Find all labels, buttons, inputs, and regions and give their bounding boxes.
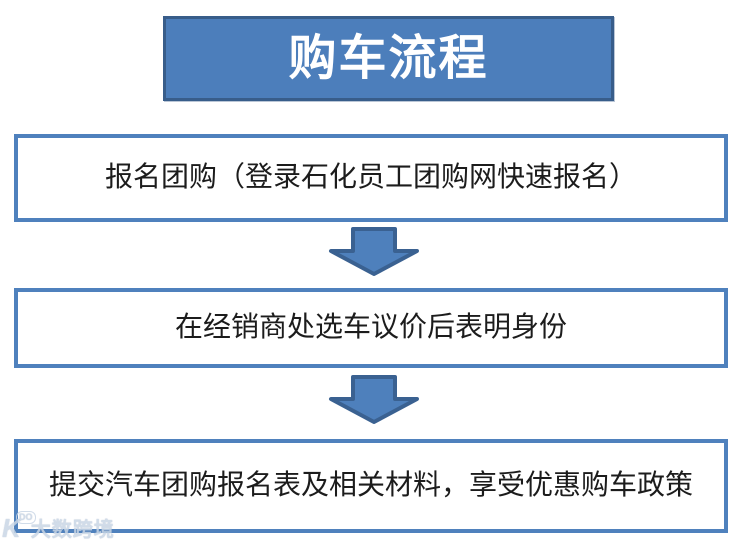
down-arrow-icon — [329, 227, 419, 276]
flow-title-box: 购车流程 — [163, 16, 614, 101]
watermark-logo-badge: DO — [16, 511, 36, 524]
step-label-register: 报名团购（登录石化员工团购网快速报名） — [104, 161, 637, 193]
step-label-dealer: 在经销商处选车议价后表明身份 — [174, 311, 567, 343]
watermark-logo-letter: K — [2, 513, 21, 543]
down-arrow-shape — [329, 227, 419, 276]
step-box-dealer: 在经销商处选车议价后表明身份 — [14, 288, 728, 368]
down-arrow-shape — [329, 375, 419, 424]
step-box-register: 报名团购（登录石化员工团购网快速报名） — [14, 134, 728, 222]
flow-title: 购车流程 — [288, 31, 489, 85]
step-label-submit: 提交汽车团购报名表及相关材料，享受优惠购车政策 — [48, 469, 693, 501]
down-arrow-icon — [329, 375, 419, 424]
watermark-logo-icon: K DO — [2, 511, 36, 543]
step-box-submit: 提交汽车团购报名表及相关材料，享受优惠购车政策 — [14, 439, 728, 533]
watermark: K DO 大数跨境 — [2, 511, 115, 543]
watermark-label: 大数跨境 — [30, 519, 115, 541]
